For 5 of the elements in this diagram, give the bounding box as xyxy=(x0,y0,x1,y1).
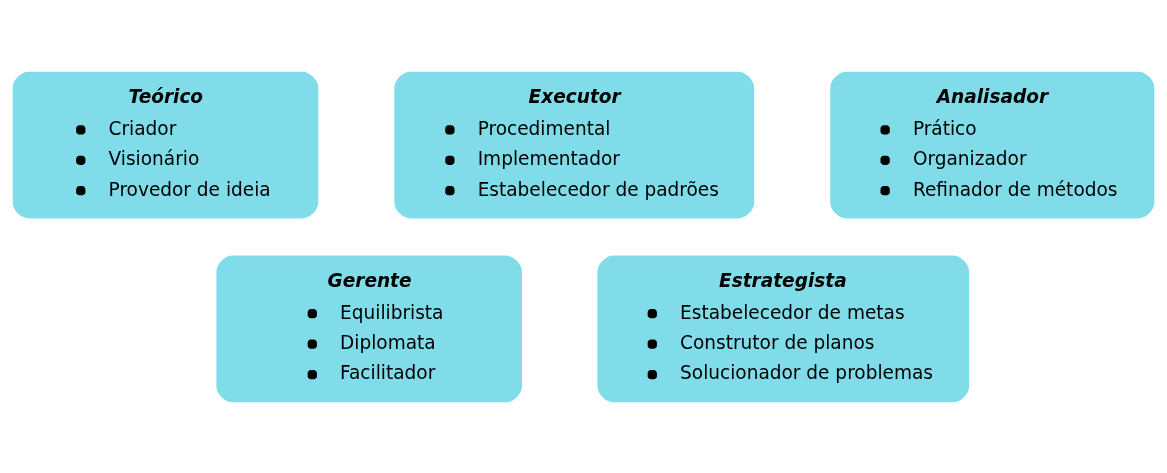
node-box: Executor Procedimental Implementador Estabelecedor de padrões xyxy=(394,71,755,218)
node-box: Teórico Criador Visionário Provedor de ideia xyxy=(12,71,319,218)
node-box: Gerente Equilibrista Diplomata Facilitador xyxy=(216,255,522,402)
node-box: Estrategista Estabelecedor de metas Construtor de planos Solucionador de problemas xyxy=(597,255,970,402)
node-box: Analisador Prático Organizador Refinador de métodos xyxy=(830,71,1155,218)
